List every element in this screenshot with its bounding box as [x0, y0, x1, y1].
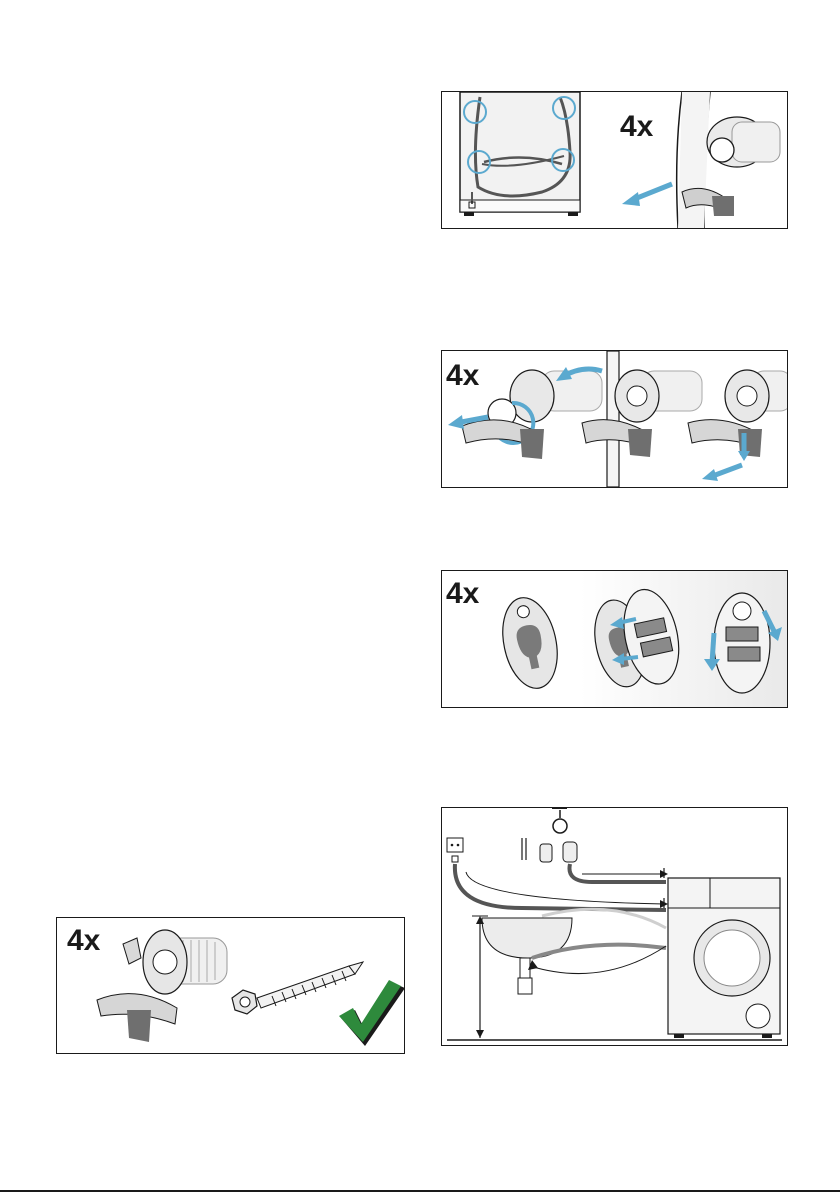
transport-bolt-removal-illustration: [442, 92, 787, 228]
accessories-illustration: [57, 918, 404, 1053]
step-2-count-label: 4x: [446, 361, 479, 391]
transport-bolt-removal-panel: 4x: [441, 91, 788, 229]
step-3-count-label: 4x: [446, 579, 479, 609]
bolt-unscrew-panel: 4x: [441, 350, 788, 488]
accessories-count-label: 4x: [67, 926, 100, 956]
step-1-count-label: 4x: [620, 112, 653, 142]
bolt-unscrew-illustration: [442, 351, 787, 487]
installation-overview-illustration: [442, 808, 787, 1045]
cover-cap-illustration: [442, 571, 787, 707]
cover-cap-panel: 4x: [441, 570, 788, 708]
installation-overview-panel: [441, 807, 788, 1046]
accessories-panel: 4x: [56, 917, 405, 1054]
